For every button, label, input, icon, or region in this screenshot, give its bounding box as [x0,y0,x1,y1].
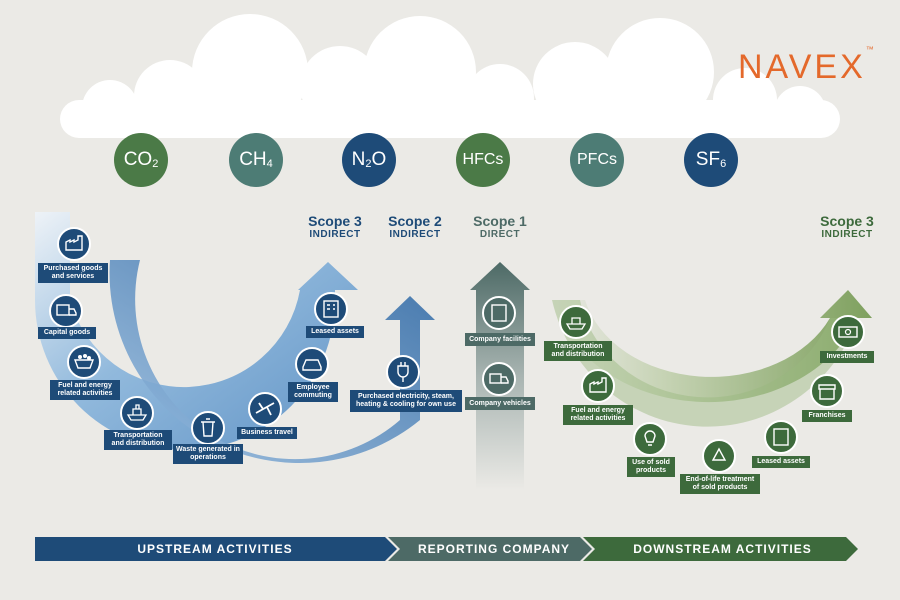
gas-pfcs: PFCs [570,133,624,187]
label-employee-commuting: Employee commuting [288,382,338,402]
icon-employee-commuting [295,347,329,381]
label-franchises: Franchises [802,410,852,422]
icon-business-travel [248,392,282,426]
label-purchased-electricity: Purchased electricity, steam, heating & … [350,390,462,412]
label-company-facilities: Company facilities [465,333,535,346]
scope3-upstream-heading: Scope 3 INDIRECT [308,213,362,240]
label-company-vehicles: Company vehicles [465,397,535,410]
label-leased-assets-up: Leased assets [306,326,364,338]
scope2-heading: Scope 2 INDIRECT [388,213,442,240]
label-business-travel: Business travel [237,427,297,439]
label-upstream-transport: Transportation and distribution [104,430,172,450]
label-fuel-energy: Fuel and energy related activities [50,380,120,400]
bottom-bar-reporting: REPORTING COMPANY [417,542,571,556]
label-capital-goods: Capital goods [38,327,96,339]
bottom-bar-downstream: DOWNSTREAM ACTIVITIES [633,542,812,556]
icon-fuel-energy [67,345,101,379]
icon-purchased-goods [57,227,91,261]
icon-capital-goods [49,294,83,328]
label-purchased-goods: Purchased goods and services [38,263,108,283]
downstream-band [552,290,872,403]
icon-franchises [810,374,844,408]
gas-hfcs: HFCs [456,133,510,187]
icon-leased-assets-up [314,292,348,326]
label-downstream-transport: Transportation and distribution [544,341,612,361]
label-investments: Investments [820,351,874,363]
bottom-bar-reporting-shape [388,537,592,561]
label-downstream-fuel: Fuel and energy related activities [563,405,633,425]
icon-use-sold [633,422,667,456]
bottom-bar-upstream-shape [35,537,397,561]
bottom-bar-downstream-shape [583,537,858,561]
icon-end-of-life [702,439,736,473]
icon-company-vehicles [482,362,516,396]
label-use-sold: Use of sold products [627,457,675,477]
clouds [60,14,840,138]
navex-logo: NAVEX™ [738,44,874,86]
label-downstream-leased: Leased assets [752,456,810,468]
scope3-downstream-heading: Scope 3 INDIRECT [820,213,874,240]
scope1-heading: Scope 1 DIRECT [473,213,527,240]
icon-company-facilities [482,296,516,330]
bottom-bar-upstream: UPSTREAM ACTIVITIES [137,542,293,556]
label-waste: Waste generated in operations [173,444,243,464]
icon-waste [191,411,225,445]
icon-purchased-electricity [386,355,420,389]
label-end-of-life: End-of-life treatment of sold products [680,474,760,494]
icon-downstream-fuel [581,369,615,403]
icon-downstream-leased [764,420,798,454]
icon-investments [831,315,865,349]
icon-downstream-transport [559,305,593,339]
icon-upstream-transport [120,396,154,430]
downstream-band-fill [552,300,858,427]
